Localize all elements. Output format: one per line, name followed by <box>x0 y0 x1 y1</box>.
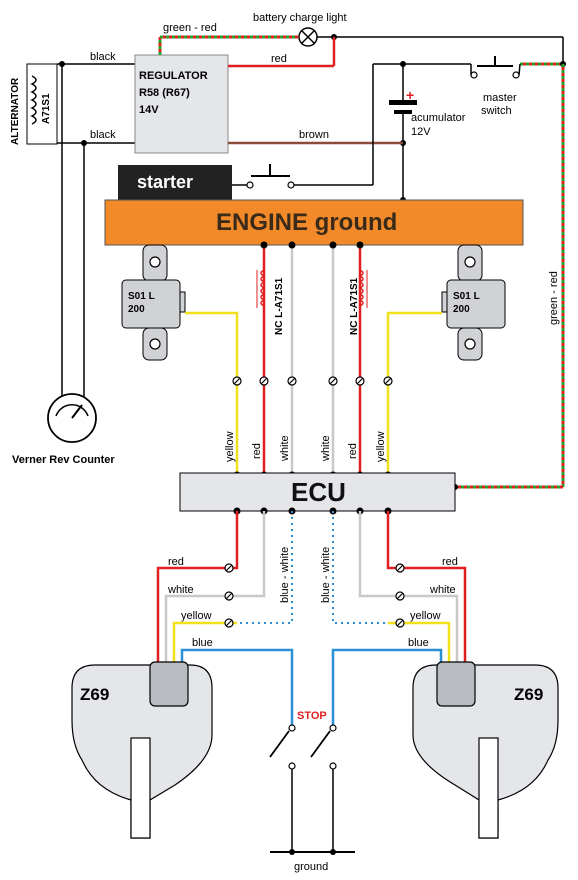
connector-row-upper <box>232 376 393 386</box>
wire-label-green-red-side: green - red <box>548 271 560 325</box>
coil-right-line2: 200 <box>453 304 470 315</box>
coil-right-line1: S01 L <box>453 291 480 302</box>
wire-label-white-right: white <box>320 435 332 462</box>
wire-label-white-lower-right: white <box>429 584 456 596</box>
wire-label-red-left: red <box>251 443 263 459</box>
ecu-label: ECU <box>291 477 346 507</box>
ignition-unit-left: Z69 <box>71 661 213 839</box>
accumulator-battery <box>389 64 417 200</box>
wire-label-black-top: black <box>90 51 116 63</box>
alternator-code: A71S1 <box>41 93 52 124</box>
engine-ground: ENGINE ground <box>104 199 524 246</box>
regulator-title: REGULATOR <box>139 70 208 82</box>
wire-label-yellow-lower-left: yellow <box>181 610 212 622</box>
master-switch[interactable] <box>470 56 520 79</box>
starter: starter <box>118 165 232 200</box>
wire-label-blue-white-left: blue - white <box>279 547 291 603</box>
wire-label-brown: brown <box>299 129 329 141</box>
ecu: ECU <box>179 472 456 512</box>
accumulator-voltage: 12V <box>411 126 431 138</box>
battery-charge-light-icon <box>298 27 318 47</box>
rev-counter-gauge-icon <box>47 393 97 443</box>
ignition-unit-left-label: Z69 <box>80 685 109 704</box>
coil-left-line1: S01 L <box>128 291 155 302</box>
master-switch-label-1: master <box>483 92 517 104</box>
wire-label-red-lower-right: red <box>442 556 458 568</box>
engine-ground-label: ENGINE ground <box>216 209 397 236</box>
wire-label-red-right: red <box>347 443 359 459</box>
starter-switch[interactable] <box>246 164 295 189</box>
wire-label-blue-lower-left: blue <box>192 637 213 649</box>
alternator: ALTERNATOR A71S1 <box>10 63 58 145</box>
battery-charge-light-label: battery charge light <box>253 12 347 24</box>
accumulator-label: acumulator <box>411 112 466 124</box>
nc-coil-left: NC L-A71S1 <box>256 269 285 335</box>
rev-counter-label: Verner Rev Counter <box>12 454 115 466</box>
starter-label: starter <box>137 172 193 192</box>
stop-switch-left[interactable] <box>269 724 296 770</box>
coil-left-line2: 200 <box>128 304 145 315</box>
ground-label: ground <box>294 861 328 873</box>
stop-label: STOP <box>297 710 327 722</box>
wire-label-yellow-right: yellow <box>375 431 387 462</box>
wire-label-red-lower-left: red <box>168 556 184 568</box>
wire-label-green-red-top: green - red <box>163 22 217 34</box>
wire-label-blue-white-right: blue - white <box>320 547 332 603</box>
connector-row-lower <box>224 563 405 628</box>
coil-left: S01 L 200 <box>121 244 186 361</box>
ignition-unit-right-label: Z69 <box>514 685 543 704</box>
wire-label-blue-lower-right: blue <box>408 637 429 649</box>
regulator: REGULATOR R58 (R67) 14V <box>134 54 229 154</box>
nc-label-left: NC L-A71S1 <box>274 277 285 335</box>
wire-label-red-regulator: red <box>271 53 287 65</box>
ignition-unit-right: Z69 <box>412 661 559 839</box>
nc-coil-right: NC L-A71S1 <box>349 269 368 335</box>
stop-switch-right[interactable] <box>310 724 337 770</box>
wire-label-yellow-lower-right: yellow <box>410 610 441 622</box>
nc-label-right: NC L-A71S1 <box>349 277 360 335</box>
wire-label-white-lower-left: white <box>167 584 194 596</box>
master-switch-label-2: switch <box>481 105 512 117</box>
accumulator-plus: + <box>406 87 414 103</box>
regulator-model: R58 (R67) <box>139 87 190 99</box>
wire-label-black-bottom: black <box>90 129 116 141</box>
wire-label-white-left: white <box>279 435 291 462</box>
alternator-label: ALTERNATOR <box>10 77 21 145</box>
regulator-voltage: 14V <box>139 104 159 116</box>
coil-right: S01 L 200 <box>441 244 506 361</box>
wire-label-yellow-left: yellow <box>224 431 236 462</box>
